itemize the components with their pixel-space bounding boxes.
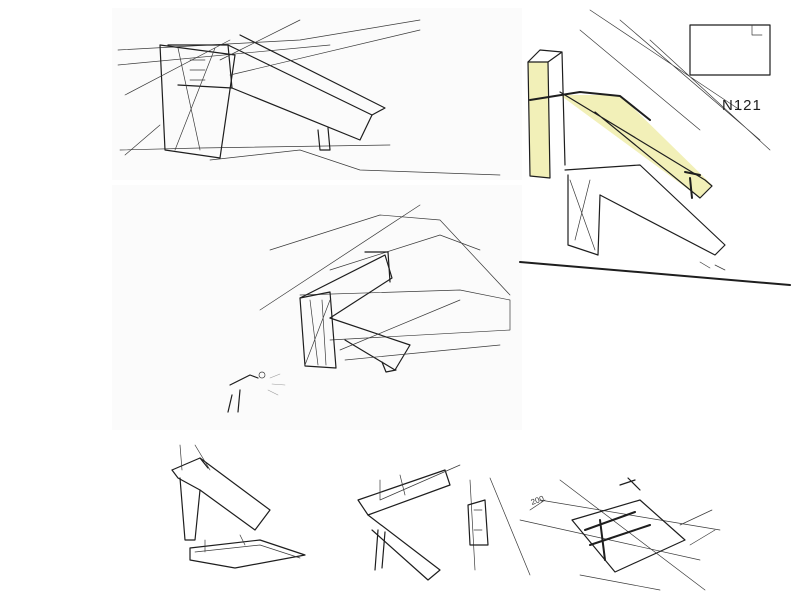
- yellow-highlight-pier: [528, 62, 550, 178]
- sketch-panel-top-left: [112, 8, 522, 180]
- sketch-panel-middle: [112, 185, 522, 430]
- bridge-sketch-perspective-1: [117, 19, 501, 176]
- sheet-number-label: N121: [722, 97, 762, 114]
- bridge-sketch-perspective-2: [227, 204, 511, 413]
- bridge-sketch-detail-2: [357, 464, 531, 581]
- bridge-sketch-highlighted: N121: [519, 9, 791, 286]
- dimension-note: 200: [530, 494, 546, 507]
- sheet-title-box: [689, 24, 771, 76]
- bridge-sketch-detail-3: 200: [519, 477, 721, 591]
- yellow-highlight-ramp: [560, 95, 712, 198]
- bridge-sketch-detail-1: [171, 444, 306, 569]
